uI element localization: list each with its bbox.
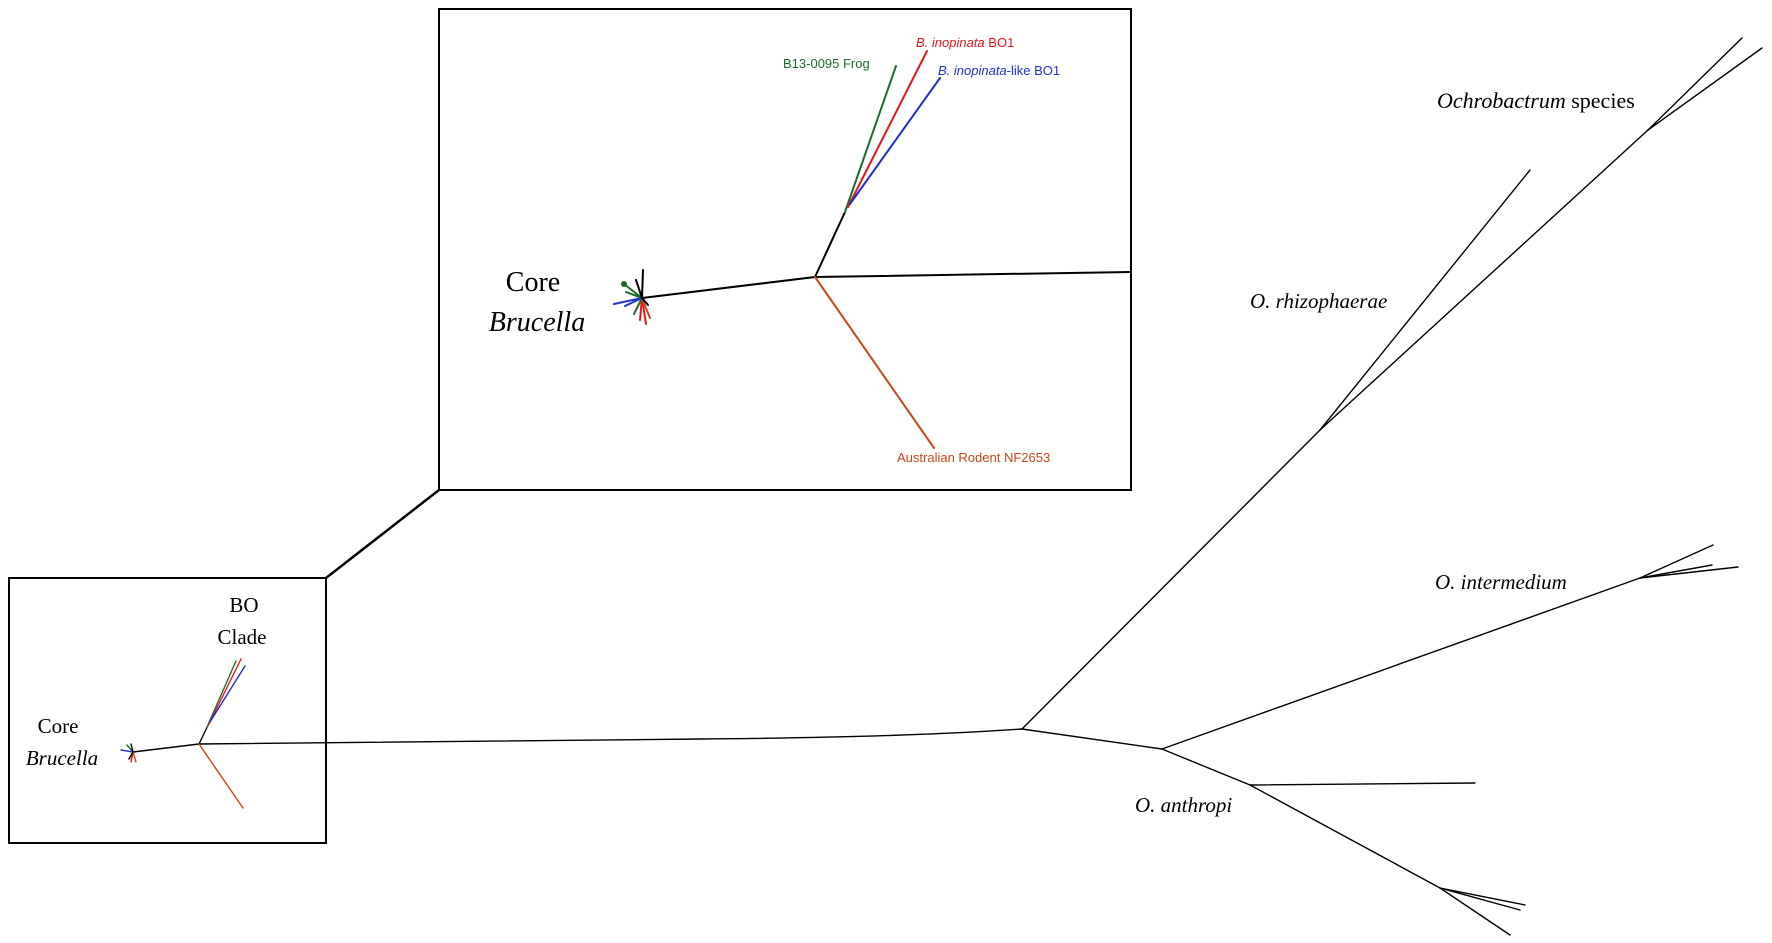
inset-rodent-branch	[814, 276, 935, 449]
inset-rodent-label: Australian Rodent NF2653	[897, 450, 1050, 465]
inset-core-label-line1: Core	[506, 267, 560, 298]
zoom-region-box	[8, 577, 327, 844]
overview-tree	[120, 37, 1763, 936]
inset-tree	[613, 50, 1132, 449]
overview-core-cluster	[120, 743, 137, 763]
inset-outgroup-branch	[814, 271, 1132, 278]
inset-frog-branch	[844, 65, 897, 213]
intermedium-tip-a	[1639, 544, 1714, 579]
overview-inopinata-branch	[208, 658, 242, 725]
intermedium-tip-c	[1639, 566, 1739, 579]
overview-rodent-branch	[198, 743, 244, 809]
overview-inopinata-like-branch	[209, 665, 246, 723]
intermedium-branch	[1161, 577, 1641, 750]
overview-bo-clade-label-line1: BO	[229, 593, 258, 617]
inset-core-cluster	[613, 269, 651, 325]
intermedium-tip-b	[1639, 564, 1713, 579]
ochrobactrum-species-tip-a	[1647, 37, 1743, 131]
anthropi-lower-branch	[1249, 784, 1441, 889]
rhizophaerae-label: O. rhizophaerae	[1250, 289, 1387, 313]
inset-frog-label: B13-0095 Frog	[783, 56, 870, 71]
ochro-split-branch	[1021, 429, 1321, 730]
intermedium-label: O. intermedium	[1435, 570, 1567, 594]
overview-core-label-line2: Brucella	[26, 746, 98, 770]
inset-inopinata-like-branch	[849, 77, 941, 205]
ochrobactrum-species-label: Ochrobactrum species	[1437, 88, 1635, 113]
backbone-branch	[198, 728, 1023, 745]
inset-core-branch	[641, 276, 816, 299]
ochrobactrum-species-tip-b	[1647, 47, 1763, 131]
inset-bo-stem	[814, 211, 846, 278]
ochrobactrum-species-branch	[1319, 129, 1649, 431]
zoom-connector-line	[325, 489, 440, 579]
inset-core-label-line2: Brucella	[489, 307, 585, 338]
anthropi-side-branch	[1249, 782, 1476, 786]
anthropi-branch	[1161, 748, 1251, 786]
anthropi-label: O. anthropi	[1135, 793, 1232, 817]
anthropi-tip-c	[1439, 887, 1521, 911]
rhizophaerae-branch	[1319, 169, 1531, 431]
overview-bo-clade-label-line2: Clade	[218, 625, 267, 649]
inset-core-dot	[621, 281, 627, 287]
overview-frog-branch	[206, 660, 237, 728]
inset-inopinata-branch	[847, 50, 928, 208]
inset-inopinata-like-label: B. inopinata-like BO1	[938, 63, 1060, 78]
inset-inopinata-label: B. inopinata BO1	[916, 35, 1014, 50]
inset-box	[438, 8, 1132, 491]
core-brucella-branch	[132, 743, 200, 753]
anthropi-tip-a	[1439, 887, 1511, 936]
anthropi-tip-b	[1439, 887, 1526, 906]
overview-core-label-line1: Core	[38, 714, 79, 738]
ochrobactrum-trunk	[1021, 728, 1163, 750]
